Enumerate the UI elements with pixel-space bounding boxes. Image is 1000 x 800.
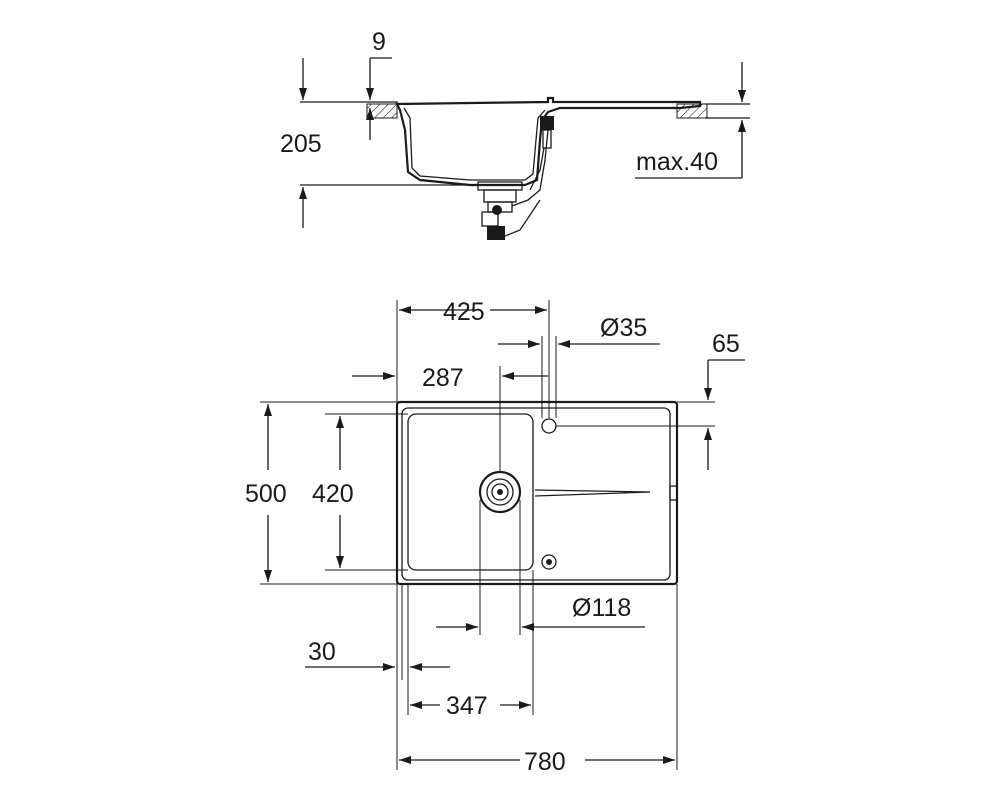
drainer-inner-outline [401,407,671,581]
drainer-groove [534,489,651,497]
countertop-left-hatch [366,103,398,119]
sink-inner-profile [403,107,546,181]
dim-sink-depth: 205 [280,130,322,158]
side-view: 9 205 max.40 [280,28,750,240]
dim-taphole-diameter: Ø35 [600,314,647,342]
dim-rim-thickness: 9 [372,28,386,56]
bowl-outline [407,413,534,571]
dim-overall-depth: 500 [245,480,287,508]
dim-drain-offset: 287 [422,364,464,392]
drain-assembly [477,129,549,240]
dim-bowl-width: 347 [446,692,488,720]
overflow-pipe [529,116,554,191]
dim-bowl-depth: 420 [312,480,354,508]
top-view: 425 Ø35 65 287 500 420 Ø118 30 347 [245,298,745,776]
dim-overall-width: 780 [524,748,566,776]
dim-bowl-to-taphole: 425 [443,298,485,326]
dim-countertop-max: max.40 [636,148,718,176]
edge-clip [669,485,678,501]
dim-drain-diameter: Ø118 [572,594,631,622]
drain-strainer [478,470,522,514]
overflow-hole [541,554,557,570]
tap-hole [541,418,557,434]
dim-edge: 30 [308,638,336,666]
dim-taphole-offset: 65 [712,330,740,358]
